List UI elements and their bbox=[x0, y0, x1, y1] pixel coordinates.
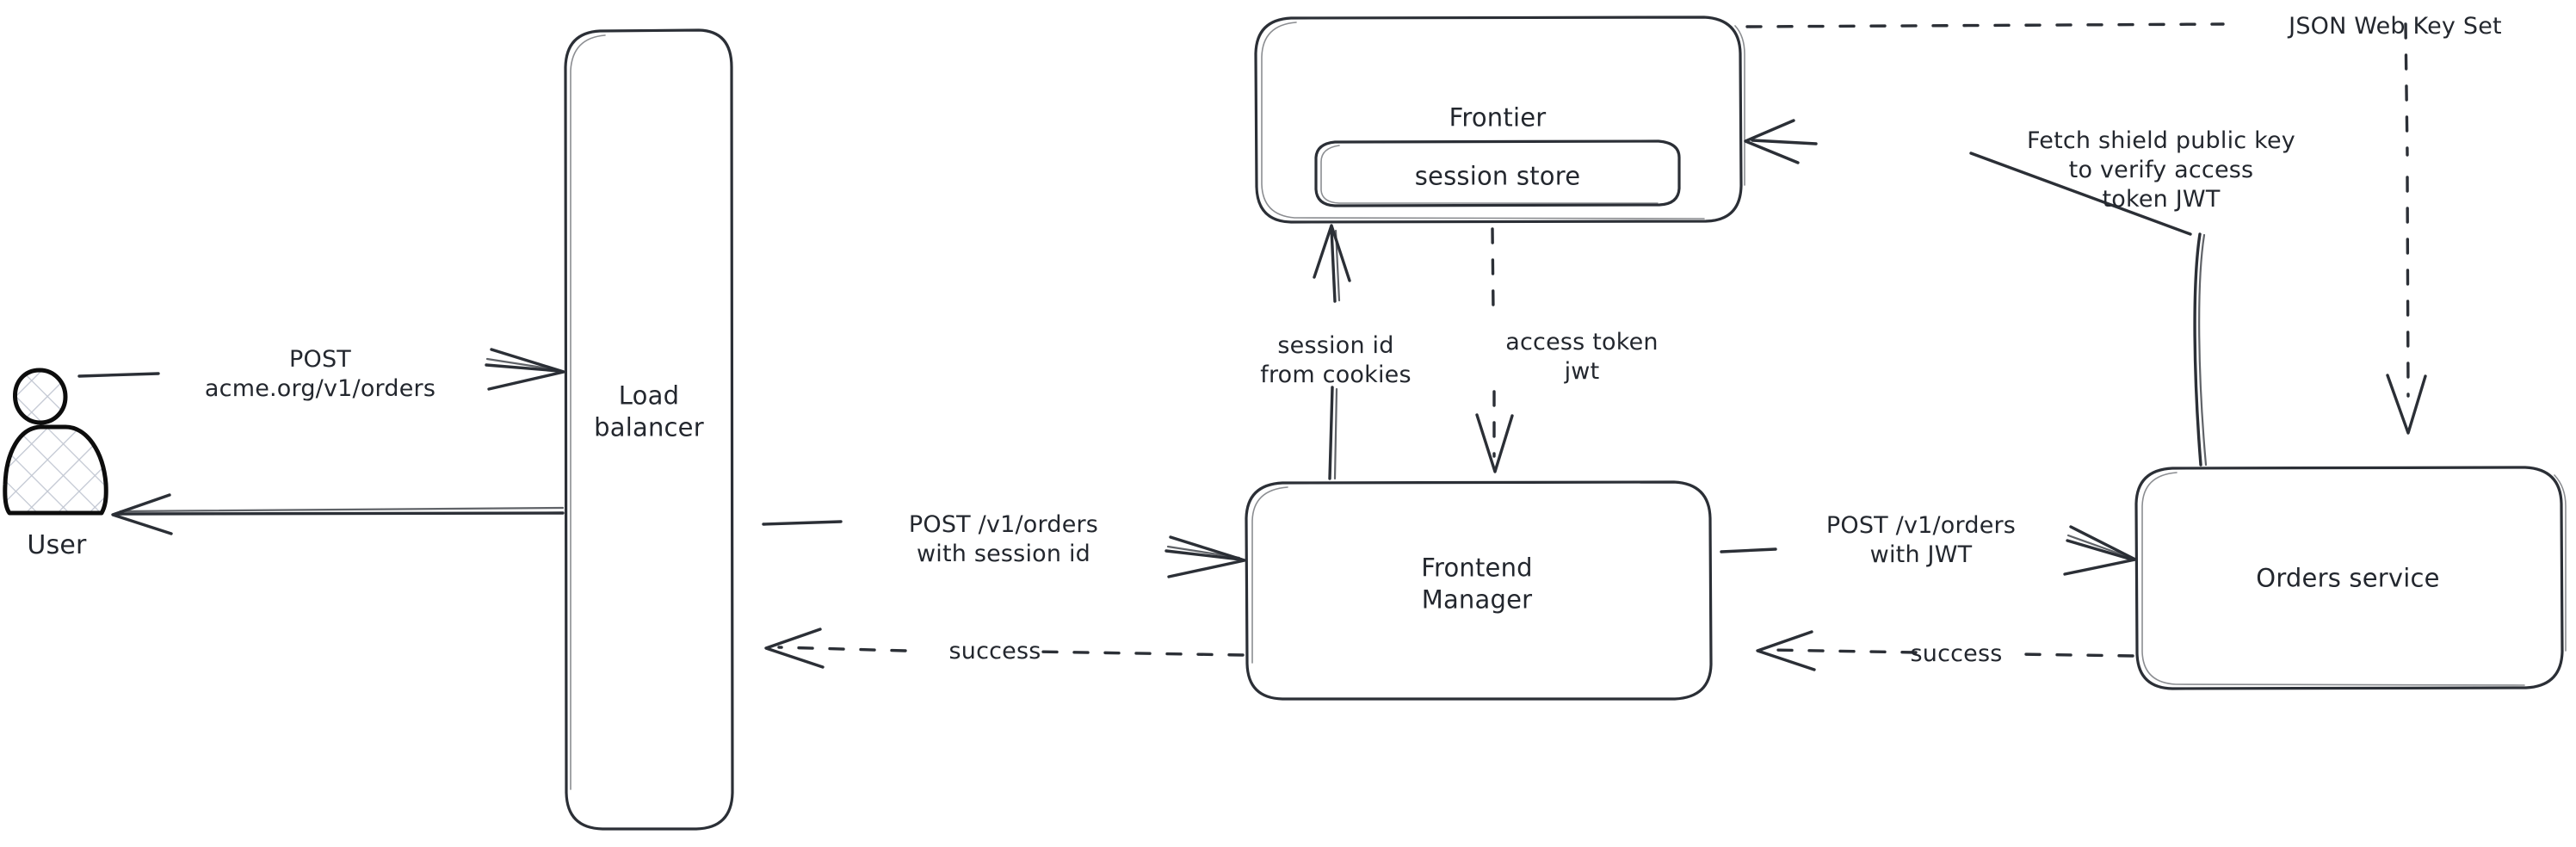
edge-label-post-orders-jwt-line1: POST /v1/orders bbox=[1825, 511, 2017, 539]
edge-user-to-load-balancer bbox=[77, 348, 565, 391]
frontend-manager-shape[interactable] bbox=[1245, 480, 1713, 701]
user-label: User bbox=[27, 530, 87, 561]
edge-label-post-acme-line2: acme.org/v1/orders bbox=[204, 375, 436, 402]
edge-label-session-id-line2: from cookies bbox=[1260, 362, 1412, 388]
session-store-label: session store bbox=[1414, 161, 1581, 191]
edge-label-access-token-line1: access token bbox=[1505, 328, 1659, 355]
frontend-manager-label-line1: Frontend bbox=[1421, 553, 1533, 583]
edge-label-session-id-line1: session id bbox=[1277, 331, 1394, 359]
frontend-manager-label-line2: Manager bbox=[1421, 584, 1533, 614]
edge-frontend-manager-to-orders-service bbox=[1720, 525, 2137, 576]
frontier-label: Frontier bbox=[1449, 102, 1547, 133]
frontier-shape[interactable] bbox=[1254, 15, 1745, 224]
edge-label-fetch-shield-key-line1: Fetch shield public key bbox=[2027, 127, 2295, 154]
edge-label-fetch-shield-key-line2: to verify access bbox=[2068, 156, 2254, 183]
edge-frontend-manager-to-load-balancer bbox=[764, 628, 1245, 669]
load-balancer-shape[interactable] bbox=[564, 28, 734, 831]
person-icon bbox=[3, 368, 108, 516]
edge-label-fetch-shield-key-line3: token JWT bbox=[2102, 186, 2221, 213]
edge-label-access-token: access token jwt bbox=[1505, 328, 1658, 386]
edge-orders-service-to-frontier bbox=[1744, 119, 2208, 467]
edge-label-success-left: success bbox=[948, 637, 1041, 665]
edge-label-jwks: JSON Web Key Set bbox=[2289, 12, 2502, 40]
edge-frontend-manager-to-frontier bbox=[1313, 224, 1351, 480]
edge-load-balancer-to-frontend-manager bbox=[762, 520, 1246, 578]
edge-load-balancer-to-user bbox=[111, 493, 565, 535]
edge-label-post-orders-session-line2: with session id bbox=[916, 541, 1091, 567]
orders-service-shape[interactable] bbox=[2134, 466, 2567, 690]
edge-label-session-id: session id from cookies bbox=[1260, 331, 1412, 390]
edge-frontier-to-frontend-manager bbox=[1475, 227, 1514, 473]
edge-label-post-orders-jwt-line2: with JWT bbox=[1869, 541, 1973, 568]
edge-label-success-right: success bbox=[1910, 640, 2003, 667]
edge-label-access-token-line2: jwt bbox=[1564, 358, 1600, 385]
session-store-shape[interactable] bbox=[1314, 139, 1681, 207]
edge-label-post-orders-session-line1: POST /v1/orders bbox=[908, 510, 1099, 538]
edge-label-post-orders-session: POST /v1/orders with session id bbox=[909, 510, 1098, 569]
load-balancer-label-line1: Load bbox=[618, 380, 680, 411]
edge-label-post-acme-line1: POST bbox=[289, 345, 351, 373]
edge-orders-service-to-frontend-manager bbox=[1756, 630, 2134, 671]
edge-frontier-to-orders-service bbox=[1745, 22, 2427, 435]
load-balancer-label-line2: balancer bbox=[594, 412, 704, 442]
orders-service-label: Orders service bbox=[2256, 563, 2440, 593]
